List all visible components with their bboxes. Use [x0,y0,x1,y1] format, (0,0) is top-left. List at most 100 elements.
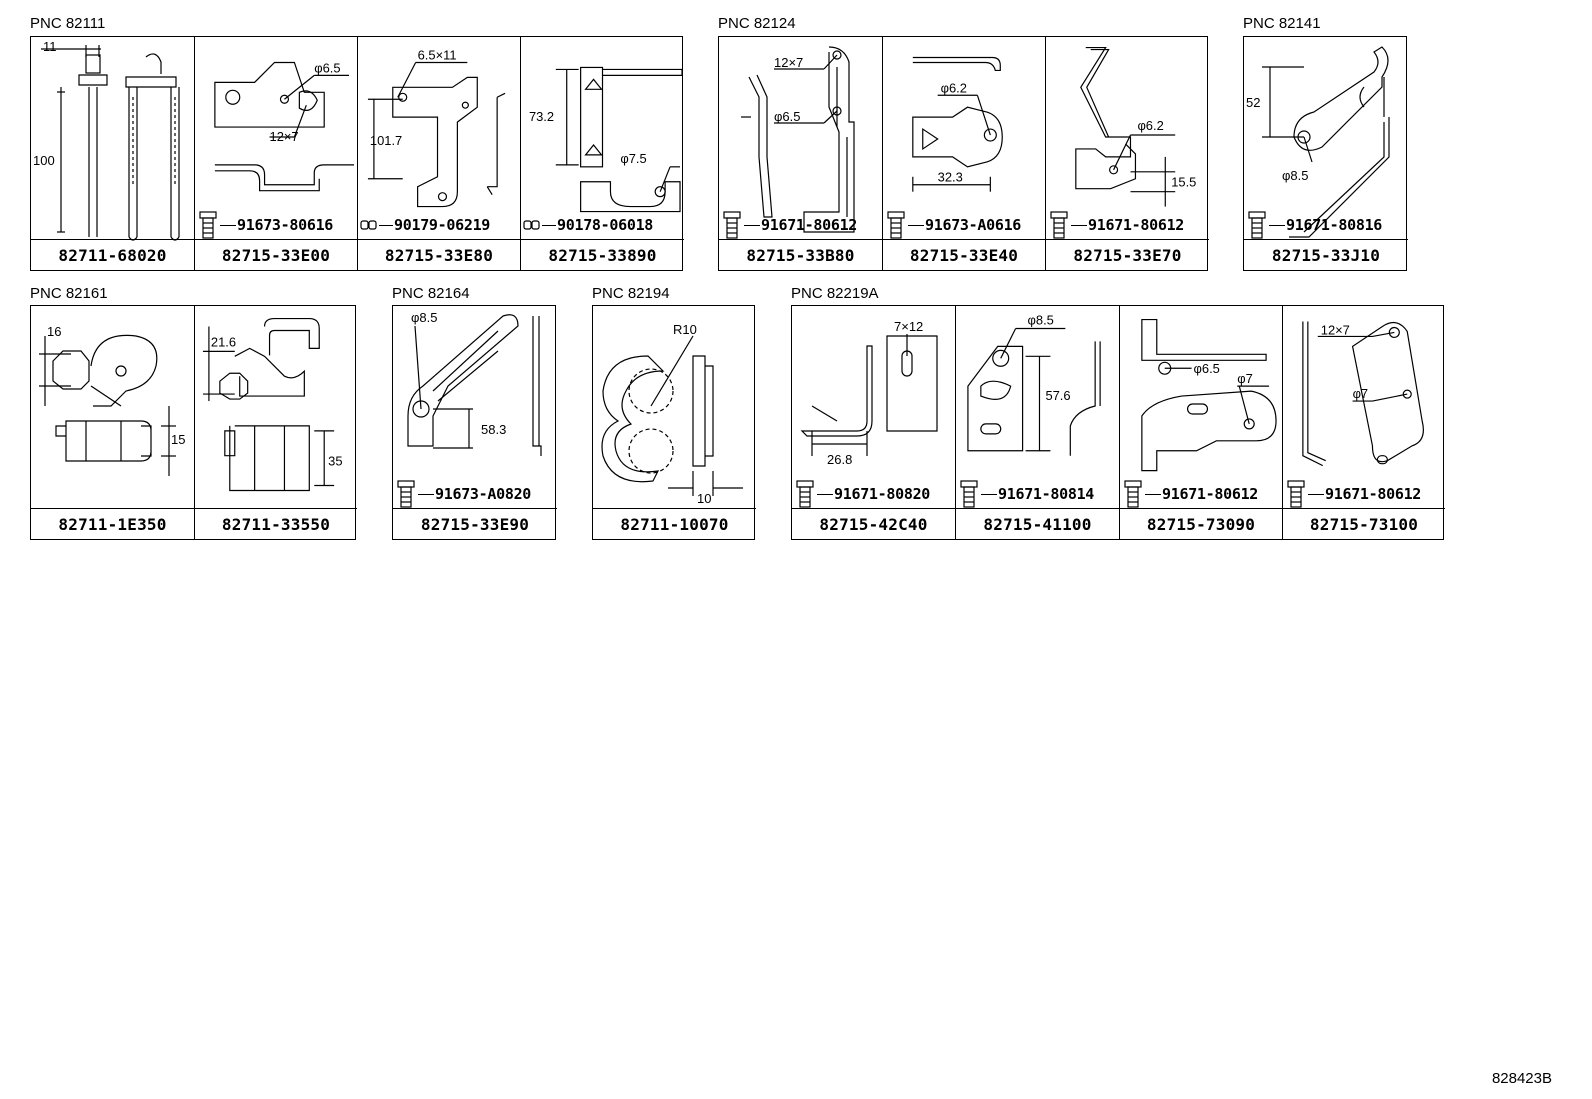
part-drawing: φ8.5 57.6 [956,306,1119,511]
hex-bolt-icon [1248,211,1266,239]
dim-label: 10 [697,491,711,506]
hex-bolt-icon [1287,480,1305,508]
part-drawing: 26.8 7×12 [792,306,955,511]
part-cell[interactable]: 11 100 82711-68020 [31,37,194,270]
part-number: 82715-33890 [521,239,684,270]
part-cell[interactable]: φ8.5 58.3 91673-A0820 82715-33E90 [393,306,557,539]
dim-label: 6.5×11 [418,47,457,62]
part-number: 82711-1E350 [31,508,194,539]
part-cell[interactable]: 73.2 φ7.5 90178-06018 82715-33890 [520,37,684,270]
part-group-82164: φ8.5 58.3 91673-A0820 82715-33E90 [392,305,557,540]
dim-label: 15.5 [1171,175,1196,190]
part-drawing: 73.2 φ7.5 [521,37,684,242]
dim-label: 73.2 [529,109,554,124]
part-cell[interactable]: φ6.5 φ7 91671-80612 82715-73090 [1119,306,1282,539]
part-cell[interactable]: R10 10 82711-10070 [593,306,756,539]
dim-label: φ6.5 [1194,361,1220,376]
dim-label: φ7 [1237,371,1253,386]
fastener-number: 91673-A0820 [435,485,532,503]
fastener-row: 91671-80814 [958,479,1117,509]
hex-bolt-icon [397,480,415,508]
part-cell[interactable]: φ8.5 57.6 91671-80814 82715-41100 [955,306,1119,539]
part-drawing: 12×7 φ7 [1283,306,1445,511]
fastener-row: 91671-80820 [794,479,953,509]
pnc-label-82161: PNC 82161 [30,285,108,302]
dim-label: 52 [1246,95,1260,110]
part-cell[interactable]: 12×7 φ6.5 91671-80612 82715-33B80 [719,37,882,270]
dim-label: φ6.5 [774,109,801,124]
part-drawing: R10 10 [593,306,756,511]
fastener-row: 91673-A0820 [395,479,555,509]
part-number: 82715-73090 [1120,508,1282,539]
part-cell[interactable]: 26.8 7×12 91671-80820 82715-42C40 [792,306,955,539]
part-drawing: φ8.5 58.3 [393,306,557,511]
dim-label: 12×7 [1321,322,1350,337]
hex-bolt-icon [723,211,741,239]
part-drawing: φ6.5 12×7 [195,37,357,242]
part-cell[interactable]: φ6.2 32.3 91673-A0616 82715-33E40 [882,37,1045,270]
dim-label: 21.6 [211,334,236,349]
dim-label: 16 [47,324,61,339]
part-number: 82715-33E70 [1046,239,1209,270]
part-group-82219A: 26.8 7×12 91671-80820 82715-42C40 φ8.5 5… [791,305,1445,540]
hex-bolt-icon [796,480,814,508]
fastener-number: 91671-80612 [761,216,858,234]
part-drawing: 21.6 35 [195,306,357,511]
fastener-number: 91671-80820 [834,485,931,503]
part-number: 82715-33E40 [883,239,1045,270]
fastener-number: 91671-80612 [1162,485,1259,503]
fastener-number: 90179-06219 [394,216,491,234]
dim-label: φ6.2 [1137,118,1163,133]
fastener-row: 91671-80612 [1122,479,1280,509]
pnc-label-82124: PNC 82124 [718,15,796,32]
part-number: 82711-68020 [31,239,194,270]
part-drawing: φ6.2 15.5 [1046,37,1209,242]
part-group-82161: 16 15 82711-1E350 21.6 35 [30,305,357,540]
dim-label: φ8.5 [411,310,438,325]
pnc-label-82194: PNC 82194 [592,285,670,302]
dim-label: φ7 [1353,386,1369,401]
pnc-label-82141: PNC 82141 [1243,15,1321,32]
fastener-row: 91671-80612 [721,210,880,240]
nut-icon [523,220,540,230]
part-drawing: φ6.2 32.3 [883,37,1045,242]
part-number: 82711-33550 [195,508,357,539]
pnc-label-82164: PNC 82164 [392,285,470,302]
part-number: 82715-33E00 [195,239,357,270]
part-cell[interactable]: 12×7 φ7 91671-80612 82715-73100 [1282,306,1445,539]
part-cell[interactable]: 6.5×11 101.7 90179-06219 82715-33E80 [357,37,520,270]
dim-label: 32.3 [938,170,963,185]
fastener-row: 91671-80816 [1246,210,1406,240]
hex-bolt-icon [887,211,905,239]
part-drawing: 11 100 [31,37,194,242]
fastener-number: 91673-A0616 [925,216,1022,234]
fastener-row: 91671-80612 [1048,210,1207,240]
fastener-row: 91673-80616 [197,210,355,240]
part-group-82111: 11 100 82711-68020 φ6.5 12×7 [30,36,684,271]
fastener-row: 91673-A0616 [885,210,1043,240]
part-drawing: 6.5×11 101.7 [358,37,520,242]
part-cell[interactable]: φ6.5 12×7 91673-80616 82715-33E00 [194,37,357,270]
dim-label: 12×7 [270,129,299,144]
fastener-number: 90178-06018 [557,216,654,234]
part-group-82141: 52 φ8.5 91671-80816 82715-33J10 [1243,36,1408,271]
pnc-label-82111: PNC 82111 [30,15,106,32]
dim-label: 12×7 [774,55,803,70]
part-number: 82711-10070 [593,508,756,539]
part-number: 82715-73100 [1283,508,1445,539]
fastener-row: 90178-06018 [523,210,682,240]
part-drawing: 16 15 [31,306,194,511]
part-cell[interactable]: φ6.2 15.5 91671-80612 82715-33E70 [1045,37,1209,270]
part-cell[interactable]: 21.6 35 82711-33550 [194,306,357,539]
part-group-82194: R10 10 82711-10070 [592,305,756,540]
part-cell[interactable]: 16 15 82711-1E350 [31,306,194,539]
part-drawing: φ6.5 φ7 [1120,306,1282,511]
dim-label: φ7.5 [620,151,646,166]
part-number: 82715-33E90 [393,508,557,539]
part-group-82124: 12×7 φ6.5 91671-80612 82715-33B80 φ6.2 3… [718,36,1209,271]
part-cell[interactable]: 52 φ8.5 91671-80816 82715-33J10 [1244,37,1408,270]
dim-label: 101.7 [370,133,402,148]
dim-label: R10 [673,322,697,337]
dim-label: 57.6 [1045,388,1070,403]
part-number: 82715-33B80 [719,239,882,270]
